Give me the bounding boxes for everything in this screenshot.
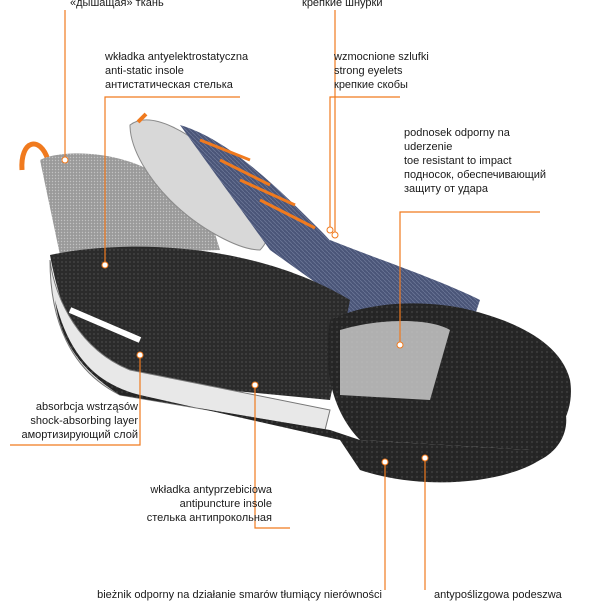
callout-toe-cap: podnosek odporny na uderzenie toe resist… — [404, 127, 547, 195]
callout-strong-laces: крепкие шнурки — [302, 0, 383, 9]
callout-breathable-fabric: «дышащая» ткань — [70, 0, 164, 9]
toe-cap-inner — [340, 321, 450, 400]
callout-antipuncture-insole: wkładka antyprzebiciowa antipuncture ins… — [146, 484, 272, 524]
callout-outsole-oil: bieżnik odporny na działanie smarów tłum… — [97, 589, 382, 601]
outsole — [55, 300, 567, 483]
inner-mesh — [50, 246, 350, 400]
lacing-area — [180, 125, 351, 300]
leader-dots — [61, 156, 429, 466]
leader-lines — [10, 10, 540, 590]
callout-antislip-sole: antypoślizgowa podeszwa — [434, 589, 562, 601]
heel-loop — [19, 141, 51, 171]
tongue-pull-tab — [136, 112, 148, 124]
callout-shock-absorbing: absorbcja wstrząsów shock-absorbing laye… — [21, 401, 139, 441]
reflective-stripe — [68, 307, 142, 343]
callout-strong-eyelets: wzmocnione szlufki strong eyelets крепки… — [334, 51, 429, 91]
callout-antistatic-insole: wkładka antyelektrostatyczna anti-static… — [105, 51, 249, 91]
laces — [199, 138, 316, 230]
